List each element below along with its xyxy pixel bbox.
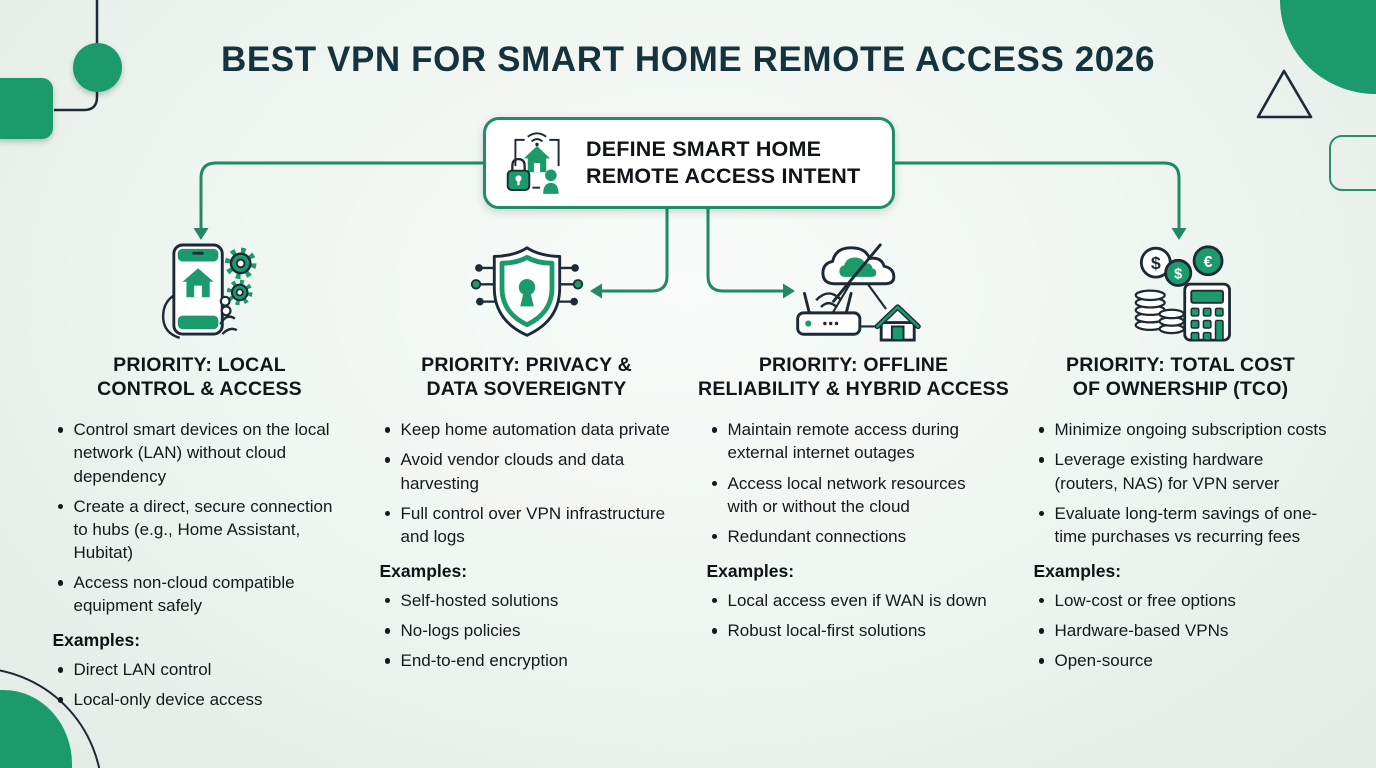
bullet-item: Avoid vendor clouds and data harvesting — [380, 448, 674, 494]
examples-list: Direct LAN control Local-only device acc… — [53, 658, 347, 711]
bullet-list: Minimize ongoing subscription costs Leve… — [1034, 418, 1328, 548]
define-intent-label: DEFINE SMART HOME REMOTE ACCESS INTENT — [586, 136, 860, 190]
column-icon-wrap — [786, 236, 922, 342]
column-heading: PRIORITY: OFFLINE RELIABILITY & HYBRID A… — [698, 353, 1009, 401]
priority-column-offline: PRIORITY: OFFLINE RELIABILITY & HYBRID A… — [690, 236, 1017, 718]
column-heading: PRIORITY: PRIVACY & DATA SOVEREIGNTY — [421, 353, 632, 401]
svg-text:$: $ — [1174, 266, 1183, 283]
bullet-list: Control smart devices on the local netwo… — [53, 418, 347, 617]
example-item: Direct LAN control — [53, 658, 347, 681]
phone-home-gears-icon — [161, 243, 256, 340]
examples-label: Examples: — [379, 560, 468, 581]
examples-list: Low-cost or free options Hardware-based … — [1034, 589, 1328, 672]
priority-column-local-control: PRIORITY: LOCAL CONTROL & ACCESS Control… — [36, 236, 363, 718]
column-content: Maintain remote access during external i… — [707, 418, 1001, 649]
column-content: Control smart devices on the local netwo… — [53, 418, 347, 718]
column-content: Minimize ongoing subscription costs Leve… — [1034, 418, 1328, 679]
bullet-item: Keep home automation data private — [380, 418, 674, 441]
bullet-item: Full control over VPN infrastructure and… — [380, 502, 674, 548]
svg-text:$: $ — [1150, 253, 1160, 273]
heading-line: CONTROL & ACCESS — [97, 378, 302, 401]
bullet-list: Keep home automation data private Avoid … — [380, 418, 674, 548]
example-item: No-logs policies — [380, 619, 674, 642]
define-intent-line1: DEFINE SMART HOME — [586, 136, 822, 161]
example-item: Open-source — [1034, 649, 1328, 672]
heading-line: RELIABILITY & HYBRID ACCESS — [698, 378, 1009, 401]
bullet-item: Access local network resources with or w… — [707, 472, 1001, 518]
define-intent-line2: REMOTE ACCESS INTENT — [586, 164, 861, 188]
smart-home-lock-user-icon — [506, 132, 560, 194]
bullet-item: Maintain remote access during external i… — [707, 418, 1001, 464]
coins-calculator-icon: $ € $ — [1134, 245, 1231, 342]
examples-label: Examples: — [52, 630, 141, 651]
priority-column-privacy: PRIORITY: PRIVACY & DATA SOVEREIGNTY Kee… — [363, 236, 690, 718]
corner-circle — [73, 43, 122, 92]
bullet-item: Create a direct, secure connection to hu… — [53, 495, 347, 564]
example-item: Self-hosted solutions — [380, 589, 674, 612]
corner-line — [54, 0, 99, 112]
offline-cloud-router-home-icon — [795, 243, 921, 342]
shield-circuit-icon — [470, 246, 583, 337]
bullet-item: Access non-cloud compatible equipment sa… — [53, 571, 347, 617]
define-intent-box: DEFINE SMART HOME REMOTE ACCESS INTENT — [483, 117, 895, 209]
examples-list: Local access even if WAN is down Robust … — [707, 589, 1001, 642]
example-item: Local-only device access — [53, 688, 347, 711]
page-title: BEST VPN FOR SMART HOME REMOTE ACCESS 20… — [220, 40, 1156, 79]
example-item: End-to-end encryption — [380, 649, 674, 672]
bullet-item: Minimize ongoing subscription costs — [1034, 418, 1328, 441]
bullet-item: Evaluate long-term savings of one-time p… — [1034, 502, 1328, 548]
column-heading: PRIORITY: LOCAL CONTROL & ACCESS — [97, 353, 302, 401]
examples-list: Self-hosted solutions No-logs policies E… — [380, 589, 674, 672]
bullet-list: Maintain remote access during external i… — [707, 418, 1001, 548]
heading-line: PRIORITY: LOCAL — [113, 354, 286, 376]
example-item: Hardware-based VPNs — [1034, 619, 1328, 642]
priority-columns: PRIORITY: LOCAL CONTROL & ACCESS Control… — [36, 236, 1344, 718]
column-icon-wrap: $ € $ — [1125, 236, 1237, 342]
example-item: Local access even if WAN is down — [707, 589, 1001, 612]
heading-line: PRIORITY: OFFLINE — [758, 354, 949, 376]
column-icon-wrap — [469, 236, 585, 342]
rounded-rect-outline — [1329, 135, 1376, 191]
heading-line: DATA SOVEREIGNTY — [426, 378, 627, 401]
triangle-outline-icon — [1256, 69, 1313, 119]
corner-square — [0, 78, 53, 139]
heading-line: PRIORITY: TOTAL COST — [1066, 354, 1295, 376]
example-item: Robust local-first solutions — [707, 619, 1001, 642]
bullet-item: Leverage existing hardware (routers, NAS… — [1034, 448, 1328, 494]
column-content: Keep home automation data private Avoid … — [380, 418, 674, 679]
bullet-item: Control smart devices on the local netwo… — [53, 418, 347, 487]
column-icon-wrap — [139, 236, 261, 342]
examples-label: Examples: — [1033, 560, 1122, 581]
column-heading: PRIORITY: TOTAL COST OF OWNERSHIP (TCO) — [1066, 353, 1295, 401]
priority-column-tco: $ € $ — [1017, 236, 1344, 718]
example-item: Low-cost or free options — [1034, 589, 1328, 612]
heading-line: PRIORITY: PRIVACY & — [421, 354, 632, 376]
bullet-item: Redundant connections — [707, 525, 1001, 548]
heading-line: OF OWNERSHIP (TCO) — [1072, 378, 1289, 401]
examples-label: Examples: — [706, 560, 795, 581]
svg-text:€: € — [1203, 254, 1212, 271]
